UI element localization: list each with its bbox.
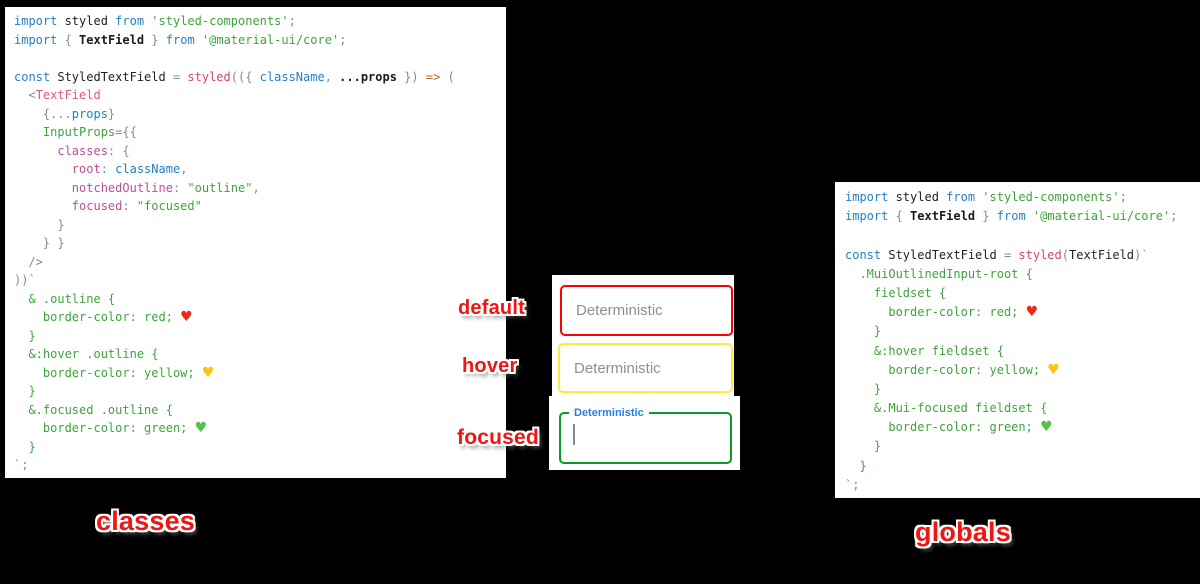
code-line: } (14, 328, 36, 343)
code-line: &.Mui-focused fieldset { (845, 401, 1048, 416)
code-line: focused: "focused" (14, 199, 202, 213)
textfield-demo-card-top: Deterministic Deterministic (552, 275, 734, 396)
code-line: import styled from 'styled-components'; (845, 190, 1127, 204)
code-line: border-color: green; ♥ (845, 419, 1053, 436)
label-classes: classes (96, 506, 195, 536)
code-line: `; (14, 458, 29, 472)
code-line: const StyledTextField = styled(TextField… (845, 247, 1149, 262)
code-line: & .outline { (14, 291, 116, 306)
code-line: border-color: red; ♥ (14, 309, 193, 325)
code-line: fieldset { (845, 285, 947, 300)
code-line: ))` (14, 273, 36, 287)
code-line: } (845, 439, 882, 454)
code-line: &:hover .outline { (14, 347, 159, 361)
textfield-default[interactable]: Deterministic (560, 285, 733, 336)
code-line: import { TextField } from '@material-ui/… (845, 209, 1178, 224)
label-hover: hover (462, 355, 518, 377)
code-line: border-color: green; ♥ (14, 420, 208, 436)
code-line: } (845, 381, 882, 396)
code-line: &.focused .outline { (14, 402, 173, 417)
code-line: {...props} (14, 106, 116, 121)
code-line: `; (845, 477, 860, 492)
code-line: } (845, 458, 867, 473)
code-line: } (845, 324, 882, 339)
label-default: default (458, 297, 525, 319)
code-line: } (14, 439, 36, 454)
code-line: border-color: yellow; ♥ (14, 364, 215, 381)
code-line: border-color: red; ♥ (845, 304, 1039, 321)
code-line: } } (14, 236, 65, 250)
code-line: .MuiOutlinedInput-root { (845, 266, 1033, 281)
textfield-floating-label: Deterministic (569, 406, 649, 420)
code-line: classes: { (14, 143, 130, 158)
code-line: <TextField (14, 88, 101, 102)
textfield-hover[interactable]: Deterministic (558, 343, 733, 393)
code-line: root: className, (14, 162, 188, 176)
code-line: } (14, 217, 65, 232)
code-line: const StyledTextField = styled(({ classN… (14, 69, 455, 84)
code-line: border-color: yellow; ♥ (845, 361, 1060, 378)
code-line: notchedOutline: "outline", (14, 180, 260, 195)
code-line: } (14, 384, 36, 398)
textfield-demo-card-bottom: Deterministic (549, 396, 740, 470)
globals-code-block: import styled from 'styled-components'; i… (835, 182, 1200, 498)
code-line: /> (14, 254, 43, 269)
textfield-focused[interactable]: Deterministic (559, 406, 732, 464)
textfield-placeholder: Deterministic (576, 302, 663, 319)
text-cursor (573, 424, 575, 445)
classes-code-block: import styled from 'styled-components'; i… (5, 7, 506, 478)
label-globals: globals (915, 517, 1011, 547)
code-line: &:hover fieldset { (845, 343, 1004, 358)
code-line (14, 49, 506, 68)
label-focused: focused (457, 426, 539, 449)
code-line: InputProps={{ (14, 125, 137, 139)
code-line: import styled from 'styled-components'; (14, 14, 296, 28)
textfield-placeholder: Deterministic (574, 359, 661, 377)
code-line: import { TextField } from '@material-ui/… (14, 32, 347, 47)
code-line (845, 226, 1200, 245)
